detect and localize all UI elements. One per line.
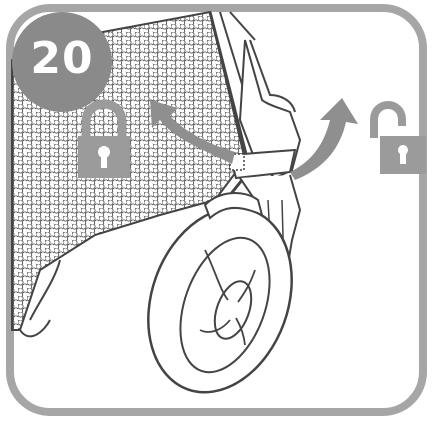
wheel-mudguard [203,192,264,220]
lower-frame-tube [19,259,61,338]
step-number: 20 [30,33,94,84]
front-leg-top [229,11,296,113]
lock-icon [78,99,130,178]
step-badge [12,12,112,112]
unlock-arrow [290,98,358,180]
front-wheel-spokes [199,249,256,346]
lock-arrow [150,100,235,164]
unlock-icon [370,101,426,174]
